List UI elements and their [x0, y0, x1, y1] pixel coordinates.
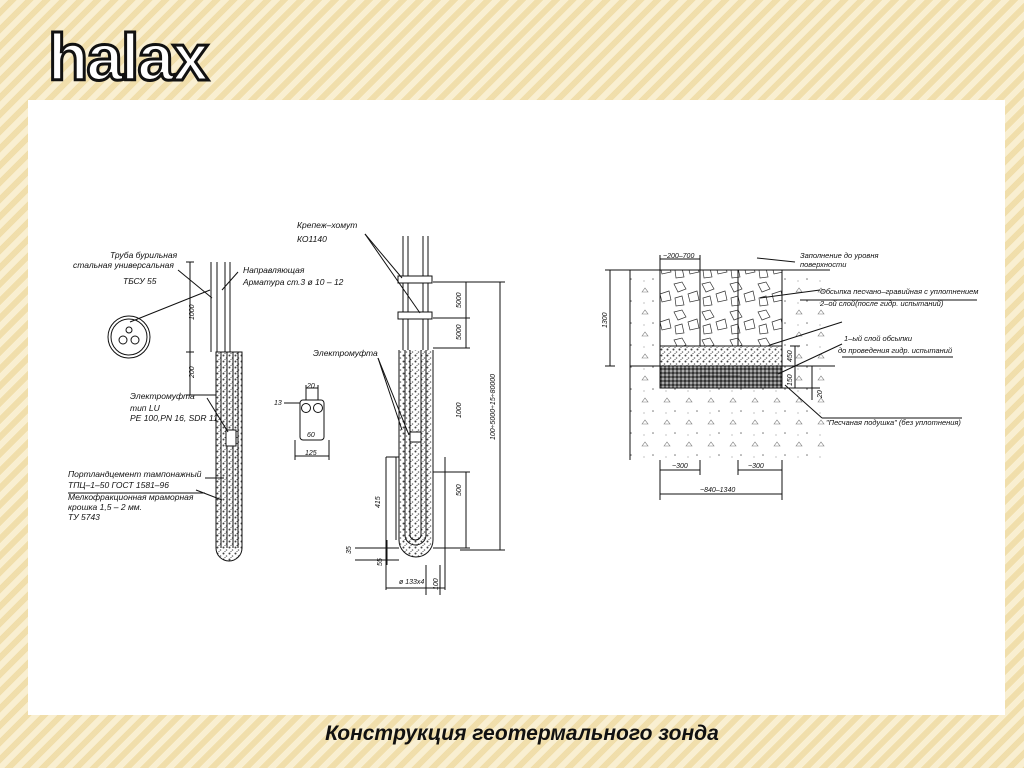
right-probe	[355, 233, 505, 595]
dim-5000-b: 5000	[456, 324, 463, 340]
label-coupling-right: Электромуфта	[313, 348, 378, 358]
label-first-layer-2: до проведения гидр. испытаний	[838, 346, 953, 355]
label-fill-1: Заполнение до уровня	[800, 251, 878, 260]
dim-200-left: 200	[189, 366, 196, 379]
label-clamp-2: КО1140	[297, 234, 327, 244]
coupling-detail	[284, 385, 330, 460]
dim-13: 13	[274, 400, 282, 407]
label-sand-cushion: "Песчаная подушка" (без уплотнения)	[826, 418, 961, 427]
dim-5000-a: 5000	[456, 292, 463, 308]
label-marble-1: Мелкофракционная мраморная	[68, 492, 194, 502]
dim-840-1340: ~840–1340	[700, 487, 735, 494]
trench-dims: ~200–700 1300 450 150 20 ~300 ~300 ~840–…	[602, 253, 824, 494]
label-marble-3: ТУ 5743	[68, 512, 100, 522]
trench-labels: Заполнение до уровня поверхности Обсыпка…	[800, 251, 978, 427]
right-probe-dims: 5000 5000 1000 100÷5000÷15÷80000 415 500…	[346, 292, 497, 590]
label-guide-1: Направляющая	[243, 265, 305, 275]
label-coupling-3: PE 100,PN 16, SDR 11	[130, 413, 218, 423]
slide-caption: Конструкция геотермального зонда	[325, 722, 719, 745]
label-coupling-1: Электромуфта	[130, 391, 195, 401]
drawing-panel: Труба бурильная стальная универсальная Т…	[28, 100, 1005, 715]
label-drill-pipe-2: стальная универсальная	[73, 260, 174, 270]
dim-300-right: ~300	[748, 463, 764, 470]
label-drill-pipe-3: ТБСУ 55	[123, 276, 157, 286]
dim-200-700: ~200–700	[663, 253, 694, 260]
halax-logo: halax	[47, 22, 213, 90]
geothermal-probe-drawing: Труба бурильная стальная универсальная Т…	[68, 220, 978, 595]
dim-500: 500	[456, 484, 463, 496]
label-cement-2: ТПЦ–1–50 ГОСТ 1581–96	[68, 480, 169, 490]
dim-150: 150	[787, 374, 794, 386]
dim-20-trench: 20	[817, 390, 824, 399]
pipe-cross-section	[107, 315, 151, 359]
left-probe-dims: 1000 200	[189, 304, 196, 379]
label-marble-2: крошка 1,5 – 2 мм.	[68, 502, 142, 512]
dim-55: 55	[377, 558, 384, 566]
dim-20: 20	[306, 383, 315, 390]
dim-100-bottom: 100	[433, 578, 440, 590]
label-cement-1: Портландцемент тампонажный	[68, 469, 202, 479]
dim-125: 125	[305, 450, 317, 457]
trench-section	[605, 255, 977, 500]
label-guide-2: Арматура ст.3 ø 10 – 12	[242, 277, 344, 287]
dim-diameter: ø 133x4	[399, 579, 424, 586]
dim-1000-left: 1000	[189, 304, 196, 320]
dim-1300: 1300	[602, 312, 609, 328]
left-probe-labels: Труба бурильная стальная универсальная Т…	[68, 250, 344, 522]
label-backfill-2: 2–ой слой(после гидр. испытаний)	[819, 299, 944, 308]
label-clamp-1: Крепеж–хомут	[297, 220, 357, 230]
left-probe	[68, 261, 243, 562]
dim-450: 450	[787, 350, 794, 362]
right-probe-labels: Крепеж–хомут КО1140 Электромуфта	[297, 220, 378, 358]
dim-35: 35	[346, 546, 353, 554]
label-backfill-1: Обсыпка песчано–гравийная с уплотнением	[820, 287, 978, 296]
halax-logo-text: halax	[48, 22, 209, 90]
dim-300-left: ~300	[672, 463, 688, 470]
dim-415: 415	[375, 496, 382, 508]
label-coupling-2: тип LU	[130, 403, 161, 413]
label-fill-2: поверхности	[800, 260, 847, 269]
label-first-layer-1: 1–ый слой обсыпки	[844, 334, 913, 343]
dim-total-length: 100÷5000÷15÷80000	[490, 374, 497, 440]
dim-1000-right: 1000	[456, 402, 463, 418]
dim-60: 60	[307, 432, 315, 439]
label-drill-pipe-1: Труба бурильная	[110, 250, 178, 260]
coupling-detail-dims: 20 13 60 125	[274, 383, 317, 457]
